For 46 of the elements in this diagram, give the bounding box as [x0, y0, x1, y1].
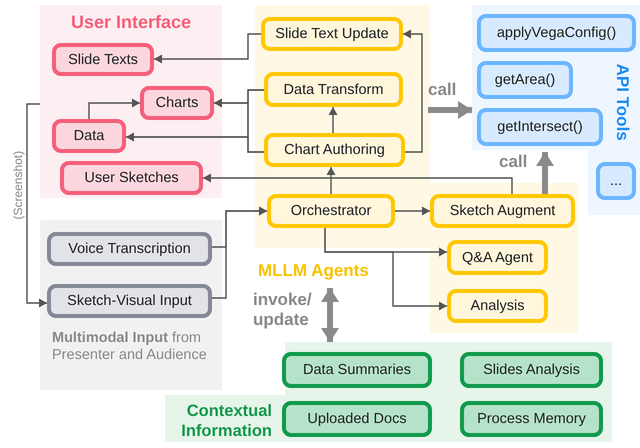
input-box: Sketch-Visual Input: [47, 284, 212, 318]
ui-element-box: Charts: [140, 86, 214, 120]
connector-arrow: [88, 98, 140, 119]
agent-box: Q&A Agent: [447, 240, 548, 275]
thick-arrow: [428, 101, 472, 119]
group-title: Contextual Information: [180, 402, 272, 442]
connector-arrow: [203, 174, 513, 194]
group-title: Multimodal Input from Presenter and Audience: [52, 330, 208, 365]
edge-label: call: [428, 80, 458, 100]
agent-box: Sketch Augment: [430, 194, 575, 228]
context-box: Slides Analysis: [460, 352, 603, 388]
agent-box: Data Transform: [264, 72, 403, 107]
api-function-box: applyVegaConfig(): [477, 14, 636, 52]
thick-arrow: [321, 288, 339, 342]
context-box: Process Memory: [460, 401, 603, 437]
input-box: Voice Transcription: [47, 232, 212, 266]
connector-arrow: [26, 103, 47, 308]
ui-element-box: Slide Texts: [52, 43, 154, 76]
connector-arrow: [326, 167, 336, 194]
ui-element-box: Data: [52, 119, 126, 153]
edge-label: call: [499, 152, 528, 172]
connector-arrow: [212, 206, 267, 299]
group-title: API Tools: [612, 62, 632, 143]
agent-box: Analysis: [447, 289, 548, 323]
group-title: MLLM Agents: [258, 261, 370, 282]
connector-arrow: [328, 107, 338, 133]
context-box: Uploaded Docs: [282, 401, 432, 437]
api-function-box: getArea(): [477, 61, 573, 99]
group-panel: [40, 220, 222, 390]
group-panel: [40, 5, 222, 198]
agent-box: Orchestrator: [267, 194, 395, 228]
connector-arrow: [395, 206, 430, 216]
api-function-box: ...: [596, 162, 636, 200]
connector-arrow: [126, 132, 264, 153]
edge-label: invoke/ update: [253, 290, 313, 331]
ui-element-box: User Sketches: [60, 161, 203, 195]
agent-box: Chart Authoring: [264, 133, 405, 167]
connector-arrow: [324, 228, 447, 310]
connector-arrow: [154, 33, 261, 64]
connector-arrow: [403, 30, 423, 153]
context-box: Data Summaries: [282, 352, 432, 388]
group-title: User Interface: [70, 12, 192, 34]
thick-arrow: [536, 152, 554, 194]
api-function-box: getIntersect(): [477, 108, 603, 146]
edge-label: (Screenshot): [10, 150, 26, 222]
agent-box: Slide Text Update: [261, 17, 403, 51]
